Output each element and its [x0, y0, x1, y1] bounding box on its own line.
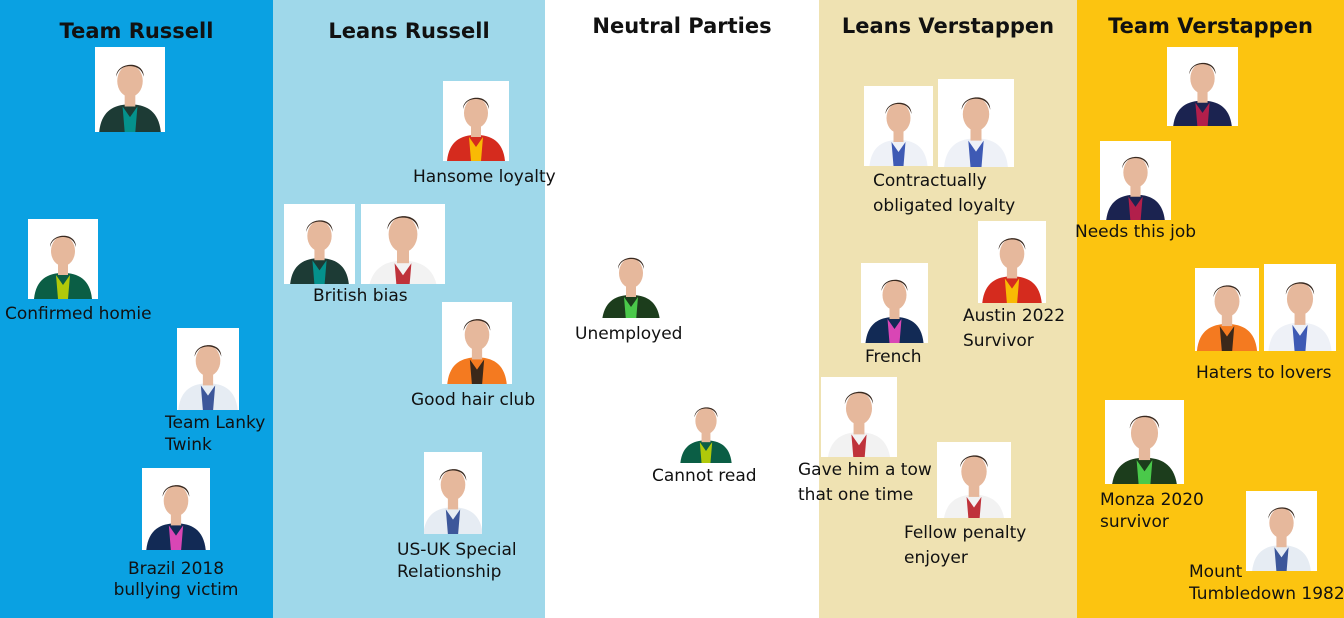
driver-portrait	[1100, 141, 1171, 220]
caption-british-bias: British bias	[313, 286, 408, 306]
driver-photo	[861, 263, 928, 343]
caption-french: French	[865, 347, 922, 367]
caption-tumbledown: Mount Tumbledown 1982	[1189, 562, 1344, 604]
driver-portrait	[821, 377, 897, 457]
driver-portrait	[1105, 400, 1184, 484]
column-title: Neutral Parties	[592, 14, 772, 38]
driver-photo	[177, 328, 239, 410]
driver-portrait	[1264, 264, 1336, 351]
column-title: Leans Russell	[328, 19, 490, 43]
column-neutral-parties: Neutral Parties	[545, 0, 819, 618]
caption-team-lanky: Team Lanky Twink	[165, 413, 266, 455]
driver-photo	[1264, 264, 1336, 351]
caption-tow: Gave him a tow that one time	[798, 460, 932, 505]
column-title: Team Verstappen	[1108, 14, 1313, 38]
driver-photo	[442, 302, 512, 384]
driver-portrait	[424, 452, 482, 534]
caption-hansome: Hansome loyalty	[413, 167, 556, 187]
driver-photo	[864, 86, 933, 166]
caption-austin: Austin 2022 Survivor	[963, 306, 1066, 351]
caption-penalty: Fellow penalty enjoyer	[904, 523, 1027, 568]
driver-photo	[284, 204, 355, 284]
caption-monza: Monza 2020 survivor	[1100, 490, 1204, 532]
driver-photo	[95, 47, 165, 132]
column-title: Leans Verstappen	[841, 14, 1055, 38]
driver-portrait	[95, 47, 165, 132]
driver-photo	[1167, 47, 1238, 126]
driver-photo	[1195, 268, 1259, 351]
caption-good-hair: Good hair club	[411, 390, 536, 410]
driver-photo	[978, 221, 1046, 303]
driver-portrait	[284, 204, 355, 284]
driver-photo	[1100, 141, 1171, 220]
driver-photo	[443, 81, 509, 161]
driver-portrait	[937, 442, 1011, 518]
caption-contractually: Contractually obligated loyalty	[873, 171, 1016, 216]
driver-portrait	[938, 79, 1014, 167]
column-title: Team Russell	[59, 19, 214, 43]
driver-portrait	[443, 81, 509, 161]
driver-portrait	[1167, 47, 1238, 126]
caption-confirmed-homie: Confirmed homie	[5, 304, 152, 324]
driver-photo	[1105, 400, 1184, 484]
driver-photo	[28, 219, 98, 299]
driver-portrait	[361, 204, 445, 284]
driver-portrait	[675, 393, 737, 463]
driver-portrait	[1195, 268, 1259, 351]
driver-portrait	[978, 221, 1046, 303]
caption-haters: Haters to lovers	[1196, 363, 1332, 383]
driver-photo	[361, 204, 445, 284]
driver-photo	[937, 442, 1011, 518]
driver-portrait	[861, 263, 928, 343]
driver-portrait	[177, 328, 239, 410]
caption-special-relationship: US-UK Special Relationship	[397, 540, 517, 582]
driver-photo	[596, 244, 666, 318]
driver-portrait	[28, 219, 98, 299]
driver-portrait	[864, 86, 933, 166]
driver-photo	[821, 377, 897, 457]
driver-portrait	[142, 468, 210, 550]
driver-portrait	[596, 244, 666, 318]
caption-needs-job: Needs this job	[1075, 222, 1197, 242]
caption-unemployed: Unemployed	[575, 324, 683, 344]
caption-brazil: Brazil 2018 bullying victim	[113, 559, 239, 600]
driver-portrait	[1246, 491, 1317, 571]
driver-photo	[675, 393, 737, 463]
driver-photo	[424, 452, 482, 534]
driver-photo	[938, 79, 1014, 167]
caption-cannot-read: Cannot read	[652, 466, 757, 486]
driver-portrait	[442, 302, 512, 384]
driver-photo	[142, 468, 210, 550]
driver-photo	[1246, 491, 1317, 571]
